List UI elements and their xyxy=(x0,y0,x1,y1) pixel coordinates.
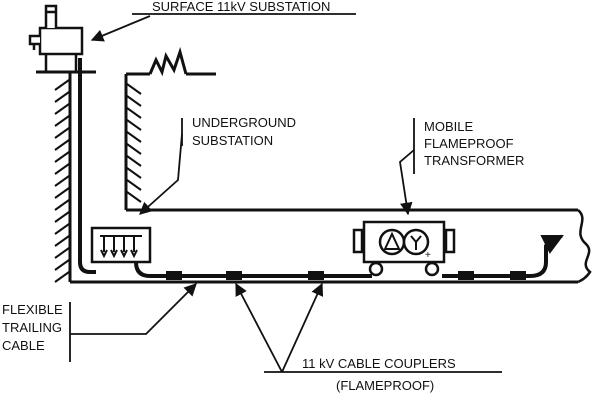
mobile-transformer xyxy=(352,220,456,277)
cable-coupler xyxy=(308,271,324,280)
hatch-mark xyxy=(54,259,70,271)
underground-roadway xyxy=(70,208,592,284)
hatch-mark xyxy=(126,179,142,191)
mobile-label-line1: MOBILE xyxy=(424,119,473,134)
rock-hatching-right xyxy=(126,83,142,203)
underground-label-line2: SUBSTATION xyxy=(192,133,273,148)
hatch-mark xyxy=(126,191,142,203)
hatch-mark xyxy=(54,139,70,151)
flexible-label-line1: FLEXIBLE xyxy=(2,302,63,317)
hatch-mark xyxy=(54,163,70,175)
hatch-mark xyxy=(54,79,70,91)
hatch-mark xyxy=(54,223,70,235)
couplers-leader xyxy=(235,282,502,373)
transformer-neutral-symbol: + xyxy=(425,250,431,261)
cable-coupler xyxy=(510,271,526,280)
shaft-cable xyxy=(78,58,96,274)
hatch-mark xyxy=(54,247,70,259)
surface-substation-building xyxy=(28,4,96,74)
couplers-label-line2: (FLAMEPROOF) xyxy=(336,378,434,393)
hatch-mark xyxy=(126,143,142,155)
hatch-mark xyxy=(126,119,142,131)
underground-substation-box xyxy=(90,226,152,264)
mobile-transformer-leader xyxy=(399,118,415,216)
mobile-label-line3: TRANSFORMER xyxy=(424,153,524,168)
surface-substation-label: SURFACE 11kV SUBSTATION xyxy=(152,0,330,14)
cable-coupler xyxy=(226,271,242,280)
couplers-label-line1: 11 kV CABLE COUPLERS xyxy=(302,356,456,371)
mine-shaft xyxy=(68,72,216,282)
hatch-mark xyxy=(126,167,142,179)
hatch-mark xyxy=(54,175,70,187)
cable-coupler xyxy=(166,271,182,280)
hatch-mark xyxy=(54,91,70,103)
hatch-mark xyxy=(54,211,70,223)
mobile-label-line2: FLAMEPROOF xyxy=(424,136,514,151)
hatch-mark xyxy=(54,271,70,283)
flexible-trailing-cable xyxy=(134,238,556,278)
cable-end-arrow-icon xyxy=(540,234,564,254)
flexible-label-line2: TRAILING xyxy=(2,320,62,335)
grass-tuft-icon xyxy=(148,46,188,77)
rock-hatching-left xyxy=(54,79,70,283)
hatch-mark xyxy=(126,155,142,167)
flexible-cable-leader xyxy=(69,283,197,362)
hatch-mark xyxy=(54,199,70,211)
hatch-mark xyxy=(126,95,142,107)
flexible-label-line3: CABLE xyxy=(2,338,45,353)
hatch-mark xyxy=(54,187,70,199)
surface-substation-leader xyxy=(90,13,356,42)
hatch-mark xyxy=(126,131,142,143)
hatch-mark xyxy=(54,235,70,247)
hatch-mark xyxy=(54,115,70,127)
underground-label-line1: UNDERGROUND xyxy=(192,115,296,130)
hatch-mark xyxy=(54,127,70,139)
hatch-mark xyxy=(126,83,142,95)
hatch-mark xyxy=(54,151,70,163)
hatch-mark xyxy=(126,107,142,119)
cable-couplers xyxy=(166,271,526,280)
underground-substation-leader xyxy=(139,118,183,215)
cable-coupler xyxy=(458,271,474,280)
hatch-mark xyxy=(54,103,70,115)
